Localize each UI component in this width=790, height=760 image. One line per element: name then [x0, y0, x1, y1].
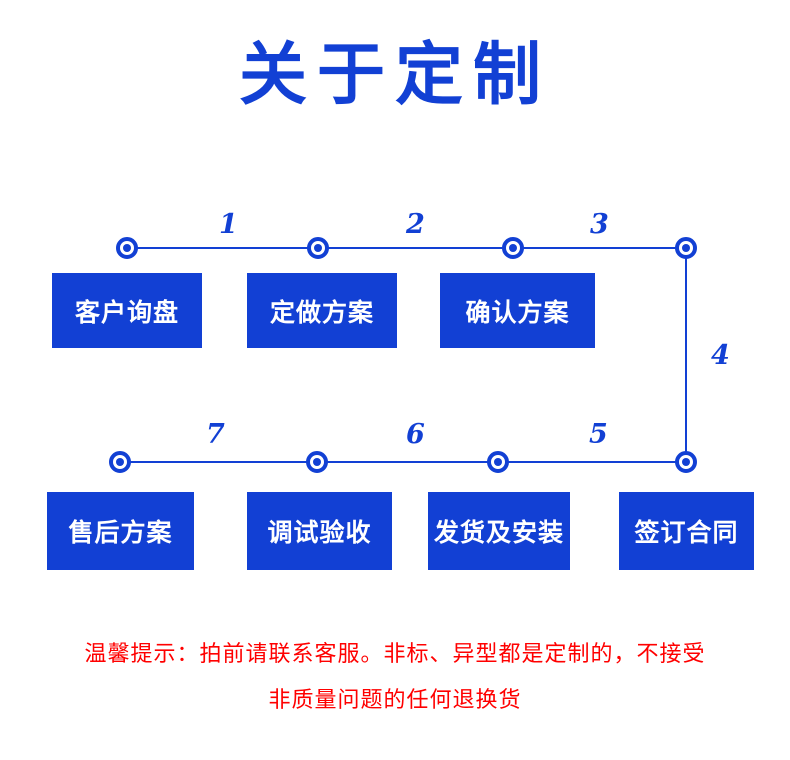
node-dot	[682, 244, 690, 252]
node-dot	[313, 458, 321, 466]
flow-node-3[interactable]	[502, 237, 524, 259]
connector-bottom	[120, 461, 686, 463]
node-dot	[509, 244, 517, 252]
node-dot	[494, 458, 502, 466]
flow-node-1[interactable]	[116, 237, 138, 259]
flow-node-6[interactable]	[306, 451, 328, 473]
node-dot	[123, 244, 131, 252]
step-number-5: 5	[589, 419, 608, 450]
flow-node-2[interactable]	[307, 237, 329, 259]
flow-box-after-sales[interactable]: 售后方案	[47, 492, 194, 570]
step-number-4: 4	[711, 340, 730, 371]
page-title: 关于定制	[238, 36, 551, 115]
flow-node-4-top[interactable]	[675, 237, 697, 259]
step-number-1: 1	[219, 209, 238, 240]
connector-right	[685, 247, 687, 462]
connector-top	[127, 247, 686, 249]
step-number-3: 3	[590, 209, 609, 240]
node-dot	[682, 458, 690, 466]
notice-line-1: 温馨提示：拍前请联系客服。非标、异型都是定制的，不接受	[84, 642, 706, 667]
flow-node-7[interactable]	[109, 451, 131, 473]
flow-node-5[interactable]	[487, 451, 509, 473]
flow-box-confirm-plan[interactable]: 确认方案	[440, 273, 595, 348]
step-number-2: 2	[406, 209, 425, 240]
flow-box-sign-contract[interactable]: 签订合同	[619, 492, 754, 570]
notice-block: 温馨提示：拍前请联系客服。非标、异型都是定制的，不接受 非质量问题的任何退换货	[0, 632, 790, 724]
flow-node-4-bottom[interactable]	[675, 451, 697, 473]
step-number-7: 7	[206, 419, 225, 450]
notice-line-2: 非质量问题的任何退换货	[268, 688, 522, 713]
flow-box-shipping-installation[interactable]: 发货及安装	[428, 492, 570, 570]
flow-diagram: 1 2 3 4 7 6 5 客户询盘 定做方案 确认方案 售后方案 调试验收 发…	[0, 170, 790, 610]
node-dot	[314, 244, 322, 252]
node-dot	[116, 458, 124, 466]
flow-box-custom-plan[interactable]: 定做方案	[247, 273, 397, 348]
step-number-6: 6	[406, 419, 425, 450]
flow-box-customer-inquiry[interactable]: 客户询盘	[52, 273, 202, 348]
flow-box-debug-acceptance[interactable]: 调试验收	[247, 492, 392, 570]
